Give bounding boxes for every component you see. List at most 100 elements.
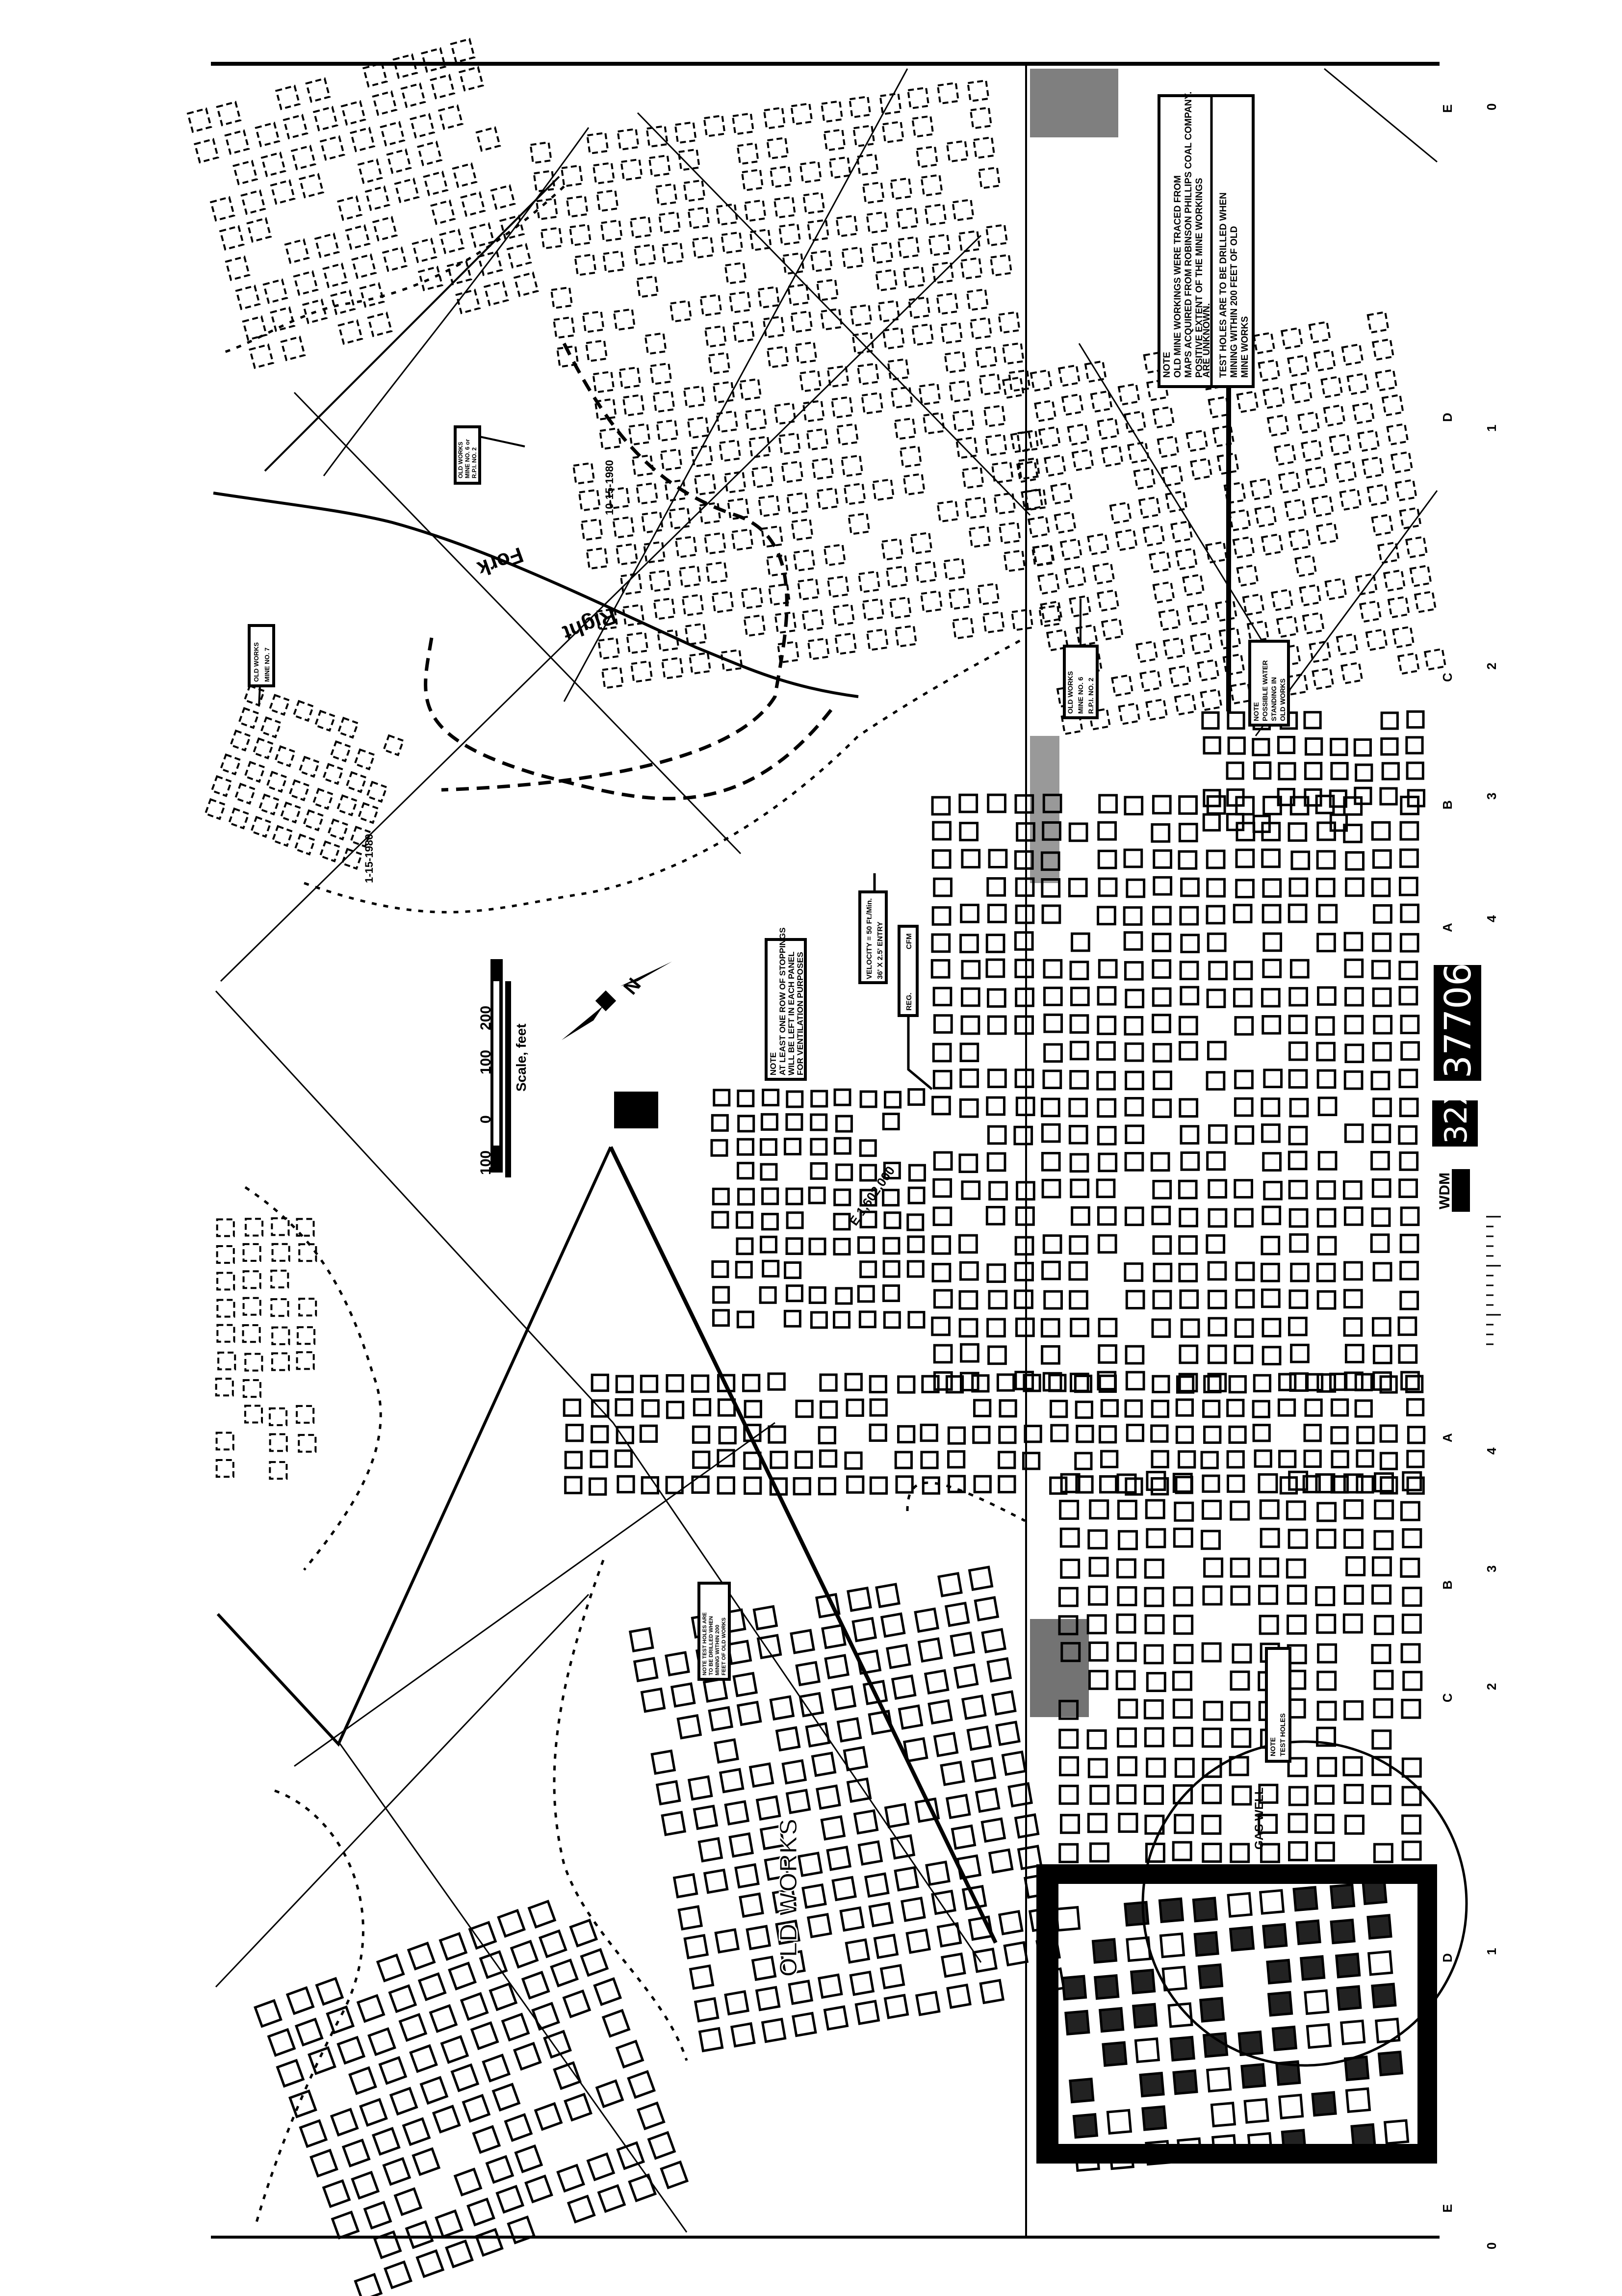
pillar bbox=[1235, 848, 1255, 868]
pillar bbox=[808, 1186, 826, 1204]
pillar bbox=[538, 1929, 567, 1958]
pillar bbox=[1200, 1451, 1219, 1469]
pillar bbox=[1399, 821, 1419, 841]
pillar bbox=[1381, 393, 1404, 417]
svg-text:TO BE DRILLED WHEN: TO BE DRILLED WHEN bbox=[708, 1616, 714, 1675]
pillar bbox=[640, 1375, 659, 1393]
pillar bbox=[326, 2005, 355, 2035]
pillar bbox=[423, 170, 449, 196]
pillar bbox=[959, 934, 979, 954]
pillar bbox=[1287, 1150, 1308, 1171]
pillar bbox=[710, 1139, 728, 1157]
pillar-grid bbox=[215, 1217, 317, 1480]
scale-tick-200: 200 bbox=[478, 1006, 494, 1030]
pillar bbox=[591, 1399, 610, 1418]
pillar bbox=[823, 129, 846, 152]
pillar bbox=[439, 229, 465, 254]
pillar bbox=[1124, 1042, 1144, 1062]
pillar bbox=[1180, 877, 1200, 897]
pillar bbox=[1015, 1206, 1035, 1226]
pillar bbox=[1317, 1757, 1338, 1777]
pillar bbox=[781, 1759, 807, 1785]
pillar bbox=[810, 1138, 828, 1156]
pillar bbox=[743, 614, 766, 637]
pillar bbox=[402, 2117, 431, 2146]
pillar bbox=[1152, 987, 1172, 1007]
pillar bbox=[735, 1211, 753, 1229]
pillar bbox=[1344, 1123, 1364, 1143]
svg-text:E: E bbox=[1440, 2204, 1455, 2213]
svg-text:A: A bbox=[1440, 923, 1455, 932]
pillar bbox=[1001, 1750, 1027, 1776]
pillar bbox=[760, 1113, 778, 1131]
pillar bbox=[899, 445, 923, 468]
pillar bbox=[877, 300, 901, 323]
pillar bbox=[1402, 1471, 1422, 1491]
pillar bbox=[292, 700, 315, 722]
pillar bbox=[835, 1115, 853, 1133]
pillar bbox=[981, 1628, 1007, 1654]
pillar bbox=[589, 1477, 607, 1496]
pillar bbox=[1153, 876, 1173, 896]
pillar bbox=[265, 771, 288, 793]
pillar bbox=[1355, 763, 1373, 782]
svg-text:E: E bbox=[1440, 104, 1455, 113]
pillar bbox=[312, 105, 338, 131]
pillar bbox=[785, 1113, 803, 1131]
pillar bbox=[1302, 1475, 1321, 1493]
pillar bbox=[250, 815, 272, 838]
pillar bbox=[294, 833, 316, 856]
pillar bbox=[769, 165, 793, 188]
pillar bbox=[1227, 1892, 1253, 1918]
pillar bbox=[1305, 466, 1328, 489]
pillar bbox=[869, 1398, 888, 1417]
pillar bbox=[933, 877, 953, 897]
pillar bbox=[1024, 1425, 1042, 1443]
pillar bbox=[216, 1272, 235, 1291]
pillar bbox=[1097, 1125, 1117, 1146]
pillar bbox=[823, 543, 847, 567]
pillar bbox=[914, 1797, 940, 1823]
old-works-label: OLD WORKS bbox=[774, 1818, 803, 1977]
pillar bbox=[961, 987, 980, 1007]
pillar-grid bbox=[628, 1565, 1065, 2053]
svg-text:0: 0 bbox=[1484, 104, 1499, 110]
pillar bbox=[1399, 848, 1419, 868]
pillar bbox=[1206, 878, 1226, 898]
pillar bbox=[1398, 1125, 1418, 1145]
pillar bbox=[1145, 698, 1168, 721]
pillar bbox=[793, 1477, 811, 1496]
pillar bbox=[766, 136, 789, 160]
pillar bbox=[1258, 1783, 1279, 1804]
pillar bbox=[1381, 762, 1400, 781]
pillar bbox=[468, 1921, 497, 1950]
pillar bbox=[1150, 1424, 1169, 1443]
pillar bbox=[933, 1344, 953, 1364]
pillar bbox=[762, 1259, 780, 1278]
pillar bbox=[1099, 2007, 1125, 2033]
pillar bbox=[1288, 1289, 1309, 1309]
pillar bbox=[960, 1015, 980, 1035]
pillar bbox=[1202, 1784, 1222, 1804]
pillar bbox=[1343, 932, 1364, 952]
pillar bbox=[946, 140, 969, 163]
note-test-holes-2: NOTE TEST HOLES ARE TO BE DRILLED WHEN M… bbox=[697, 1582, 731, 1681]
pillar bbox=[1262, 959, 1282, 978]
pillar bbox=[998, 1426, 1017, 1444]
pillar bbox=[618, 366, 642, 390]
pillar bbox=[986, 1657, 1012, 1683]
pillar bbox=[1180, 1125, 1200, 1145]
pillar bbox=[336, 794, 359, 816]
pillar bbox=[513, 2041, 542, 2071]
pillar bbox=[600, 219, 623, 242]
pillar bbox=[932, 1206, 953, 1226]
pillar bbox=[1288, 1841, 1308, 1861]
pillar bbox=[799, 160, 823, 183]
pillar bbox=[1399, 1233, 1419, 1253]
pillar bbox=[1125, 1477, 1143, 1496]
pillar bbox=[337, 319, 363, 345]
pillar bbox=[1068, 822, 1088, 842]
pillar bbox=[407, 1941, 436, 1971]
pillar bbox=[737, 1089, 755, 1107]
pillar bbox=[933, 1151, 953, 1171]
